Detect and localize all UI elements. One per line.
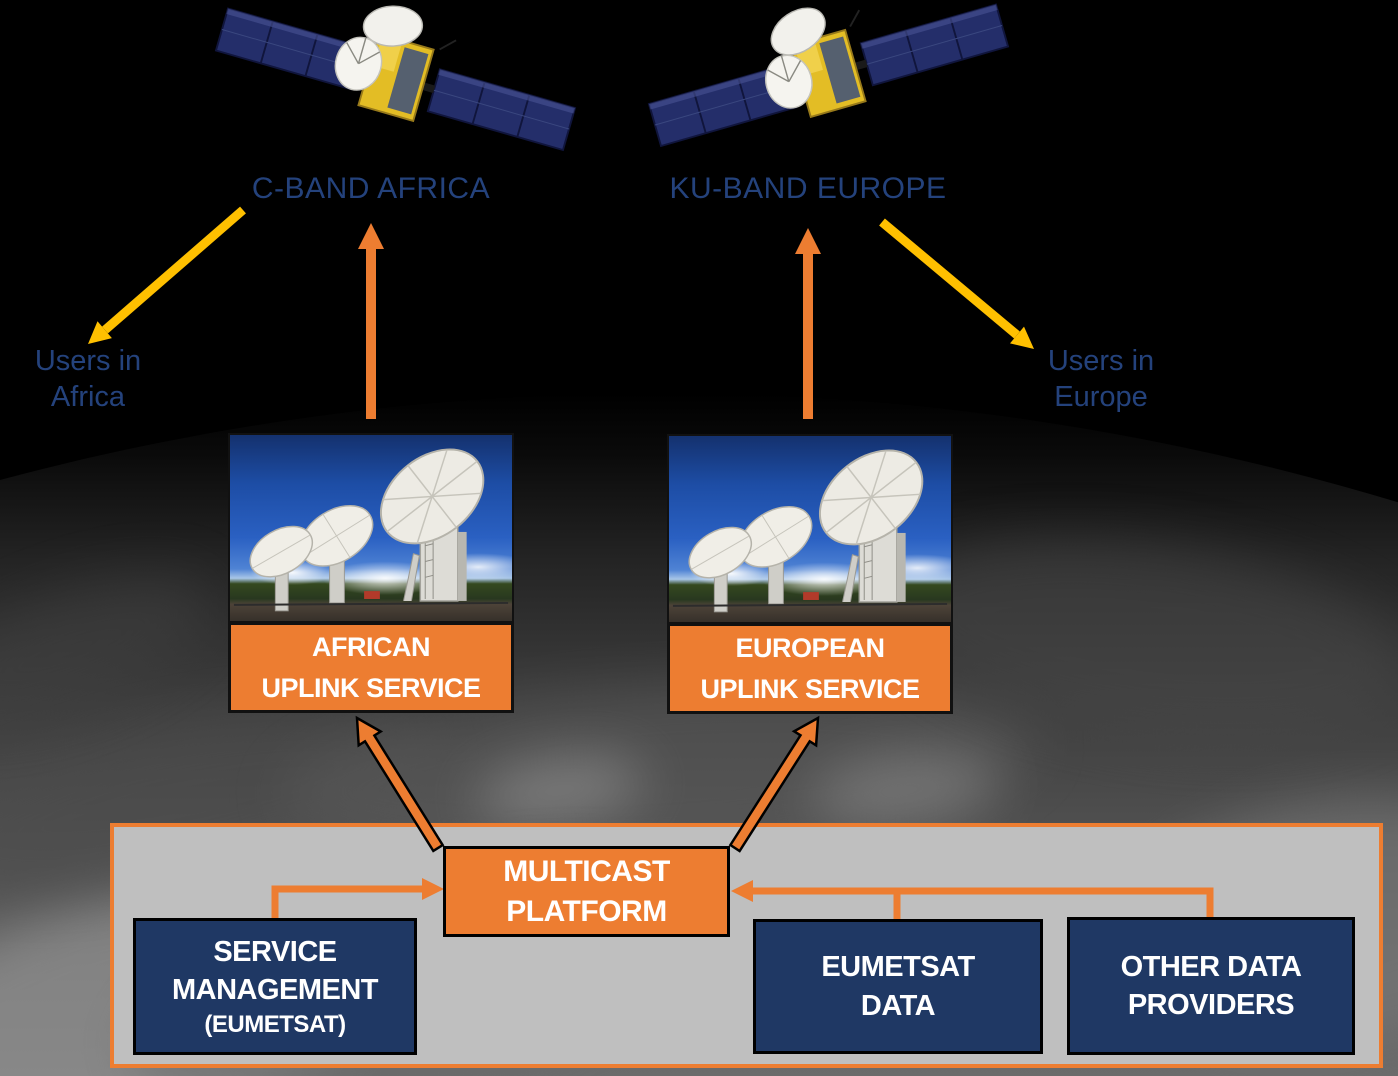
eumetsat-data-line1: EUMETSAT (821, 951, 975, 984)
other-providers-line1: OTHER DATA (1120, 950, 1302, 983)
satellite-dishes-illustration (671, 436, 949, 613)
users-europe-line1: Users in (1047, 345, 1155, 377)
european-uplink-line1: EUROPEAN (735, 633, 885, 663)
satellite-label-ku-band-europe: KU-BAND EUROPE (669, 172, 947, 205)
users-in-europe-label: Users in Europe (1016, 344, 1186, 416)
african-uplink-service-label: AFRICAN UPLINK SERVICE (228, 623, 514, 713)
service-management-line3: (EUMETSAT) (204, 1011, 346, 1039)
uplink-arrow-africa (358, 223, 384, 419)
african-uplink-line1: AFRICAN (312, 632, 431, 662)
other-providers-line2: PROVIDERS (1127, 989, 1295, 1021)
service-management-line1: SERVICE (213, 935, 337, 968)
eumetsat-data-box: EUMETSAT DATA (753, 919, 1043, 1054)
satellite-dishes-illustration (232, 435, 510, 612)
multicast-to-african-uplink-arrow (355, 715, 445, 853)
multicast-platform-box: MULTICAST PLATFORM (443, 846, 730, 937)
multicast-line1: MULTICAST (503, 854, 670, 888)
european-uplink-service-label: EUROPEAN UPLINK SERVICE (667, 624, 953, 714)
users-europe-line2: Europe (1054, 380, 1148, 413)
data-providers-to-multicast-arrow (731, 880, 1214, 919)
multicast-to-european-uplink-arrow (728, 715, 820, 853)
african-uplink-line2: UPLINK SERVICE (261, 672, 481, 703)
european-uplink-line2: UPLINK SERVICE (700, 673, 920, 704)
downlink-arrow-europe (879, 218, 1034, 349)
satellite-label-c-band-africa: C-BAND AFRICA (251, 172, 491, 205)
eumetsat-data-line2: DATA (860, 989, 936, 1022)
users-africa-line2: Africa (50, 380, 126, 413)
service-management-line2: MANAGEMENT (171, 973, 379, 1006)
other-data-providers-box: OTHER DATA PROVIDERS (1067, 917, 1355, 1055)
ground-station-photo (667, 434, 953, 624)
satellite-icon (210, 0, 593, 165)
service-management-to-multicast-arrow (271, 878, 444, 918)
downlink-arrow-africa (88, 206, 246, 344)
satellite-icon (631, 0, 1014, 161)
uplink-arrow-europe (795, 228, 821, 419)
ground-station-photo (228, 433, 514, 623)
users-africa-line1: Users in (34, 345, 142, 377)
multicast-line2: PLATFORM (506, 894, 667, 928)
satellite-layer (210, 0, 1014, 165)
service-management-box: SERVICE MANAGEMENT (EUMETSAT) (133, 918, 417, 1055)
african-uplink-unit: AFRICAN UPLINK SERVICE (228, 433, 514, 713)
users-in-africa-label: Users in Africa (3, 344, 173, 416)
european-uplink-unit: EUROPEAN UPLINK SERVICE (667, 434, 953, 714)
